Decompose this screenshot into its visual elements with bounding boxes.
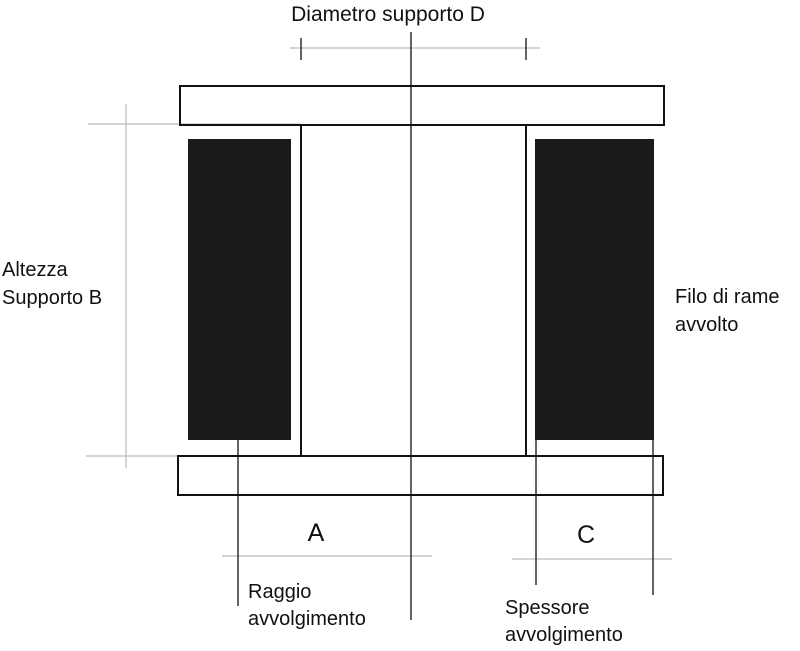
winding-left bbox=[188, 139, 291, 440]
bottom-flange bbox=[177, 455, 664, 496]
top-flange bbox=[179, 85, 665, 126]
dimension-c-label: C bbox=[577, 521, 595, 549]
wire-label-line1: Filo di rame bbox=[675, 286, 779, 308]
height-label-line2: Supporto B bbox=[2, 287, 102, 309]
thickness-label-line2: avvolgimento bbox=[505, 624, 623, 646]
dimension-a-label: A bbox=[308, 519, 325, 547]
radius-label-line2: avvolgimento bbox=[248, 608, 366, 630]
height-label-line1: Altezza bbox=[2, 259, 68, 281]
dimension-guides bbox=[86, 47, 672, 560]
diameter-label: Diametro supporto D bbox=[291, 3, 485, 26]
bobbin-outline bbox=[177, 85, 665, 496]
radius-label-line1: Raggio bbox=[248, 581, 311, 603]
dimension-lines bbox=[237, 32, 654, 620]
thickness-label-line1: Spessore bbox=[505, 597, 590, 619]
winding-right bbox=[535, 139, 654, 440]
wire-label-line2: avvolto bbox=[675, 314, 738, 336]
